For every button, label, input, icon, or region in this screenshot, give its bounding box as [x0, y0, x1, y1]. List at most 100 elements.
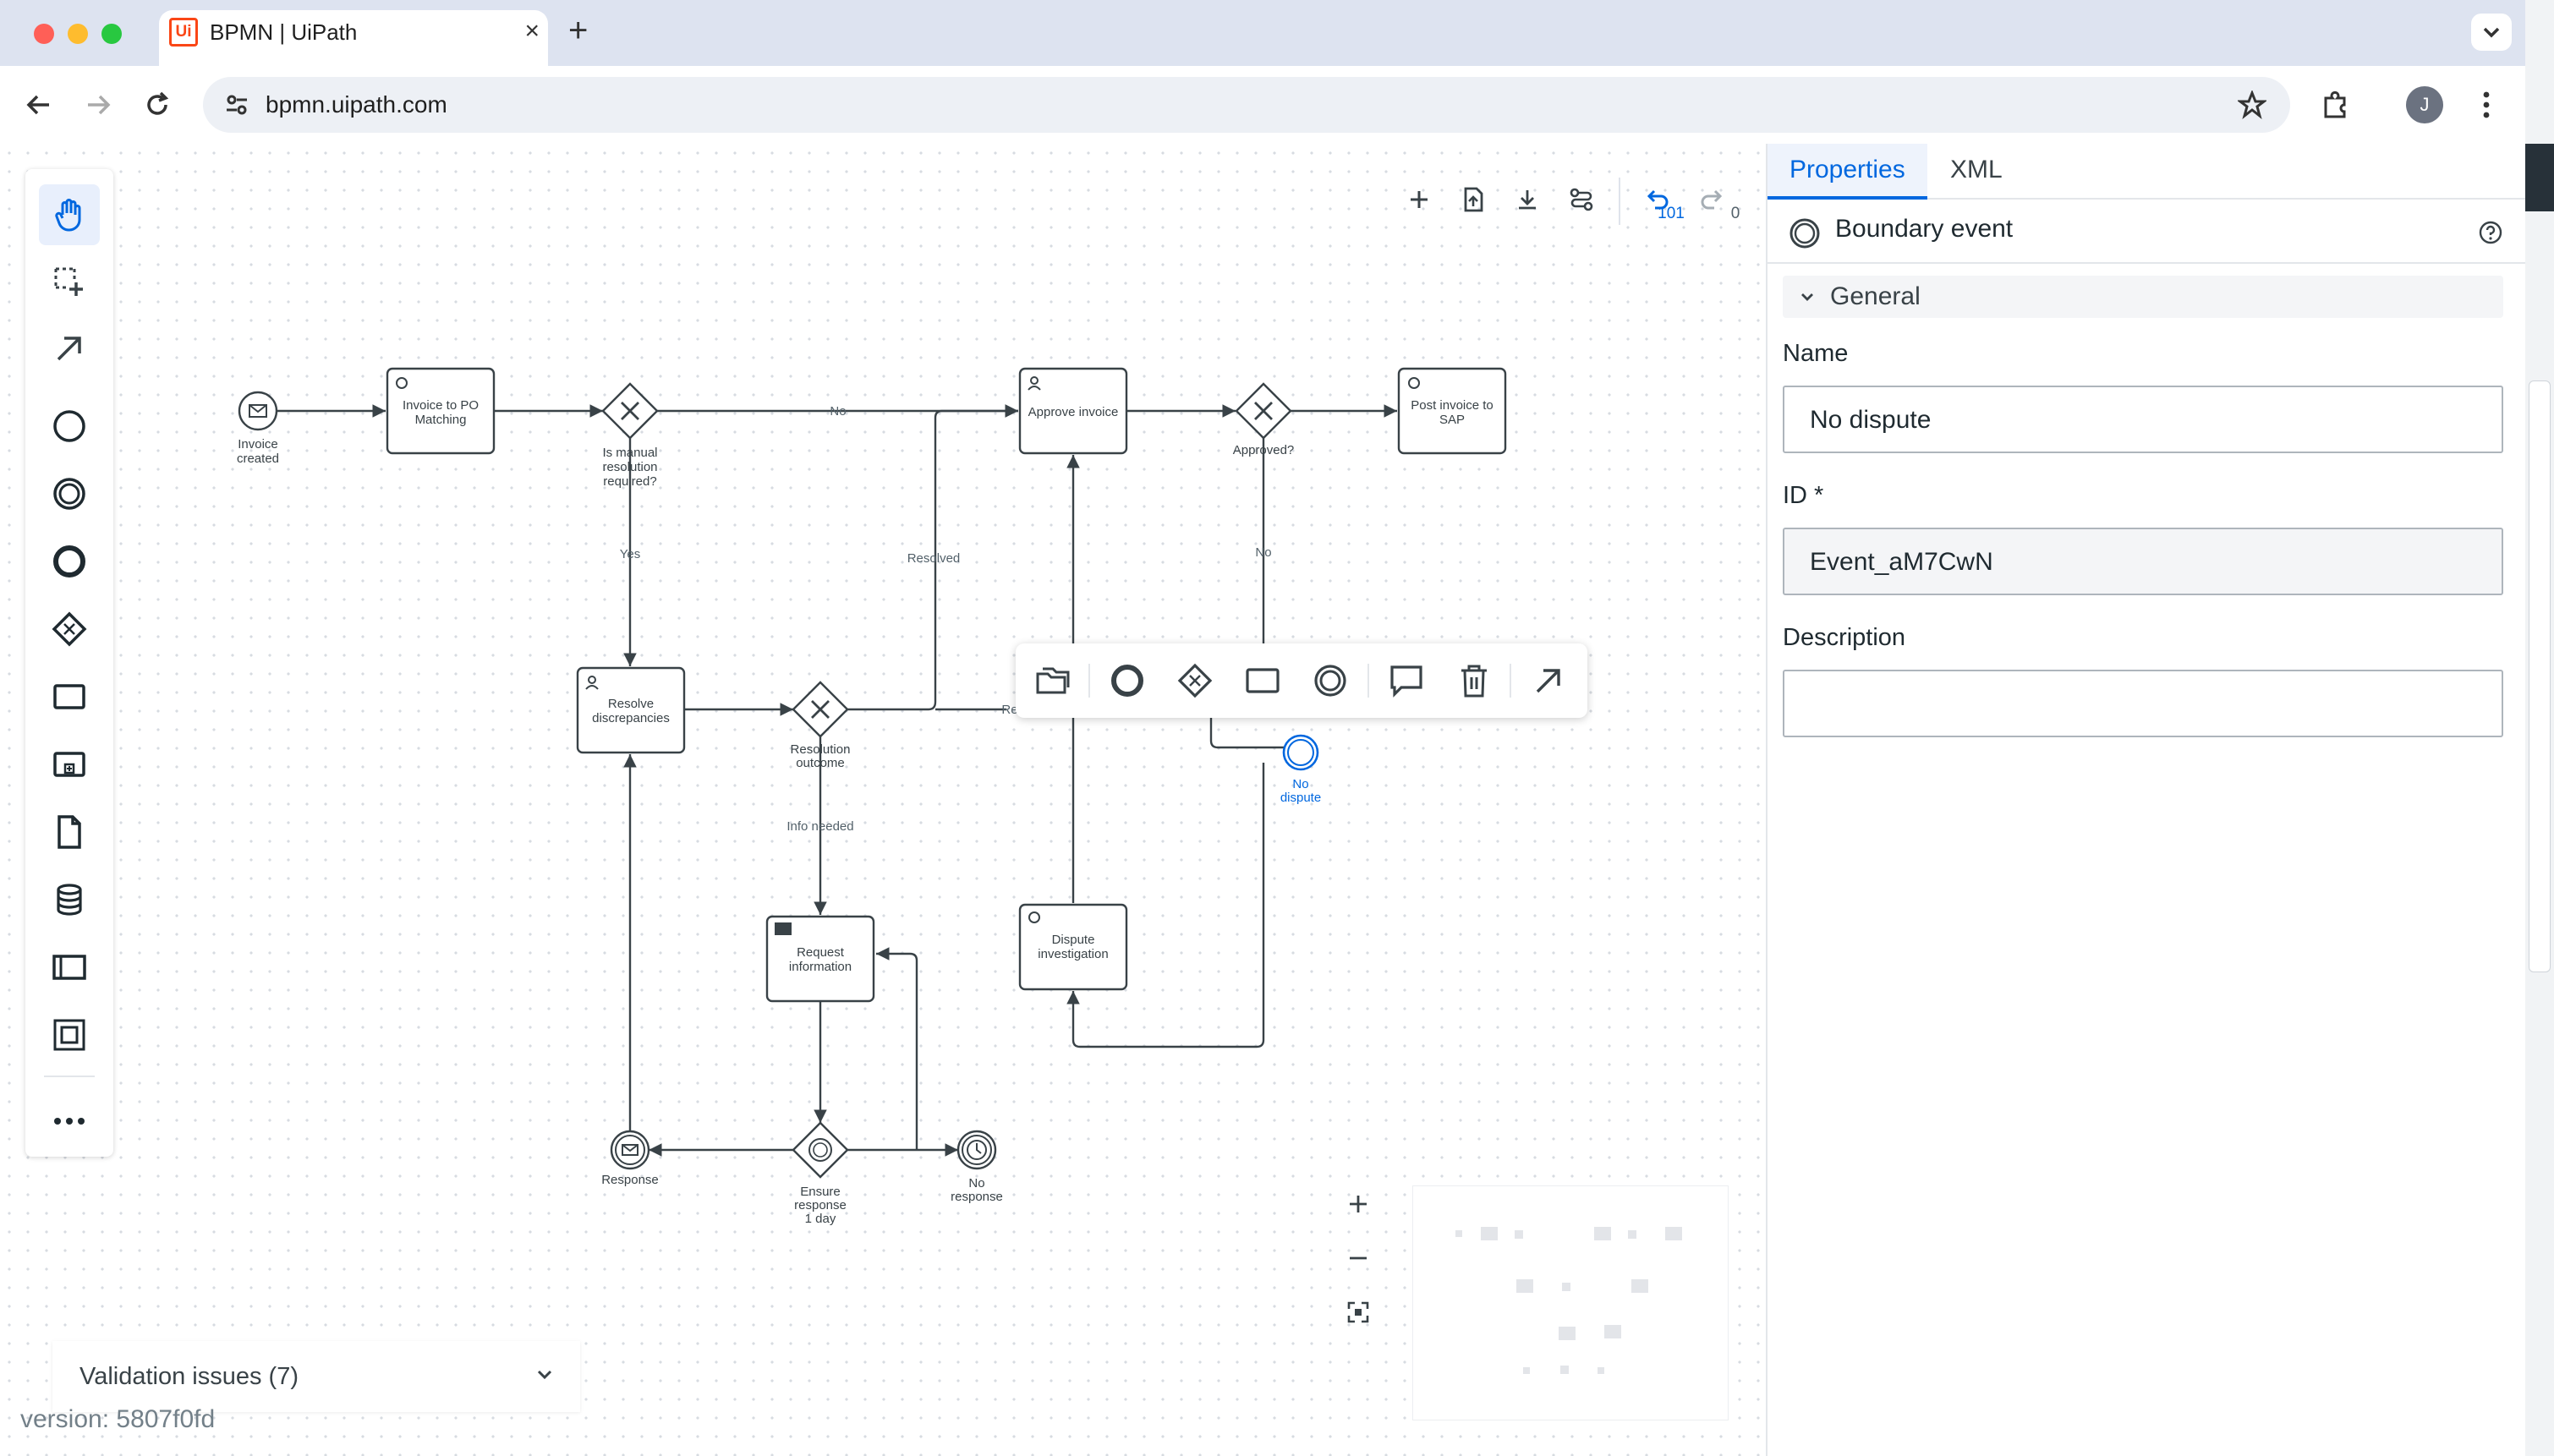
gateway-tool-button[interactable] [39, 599, 100, 660]
append-task-button[interactable] [1239, 657, 1286, 704]
name-label: Name [1783, 340, 1849, 367]
reload-button[interactable] [135, 83, 179, 127]
more-tools-button[interactable] [39, 1091, 100, 1152]
event-label-line: dispute [1280, 791, 1321, 805]
browser-tab[interactable]: Ui BPMN | UiPath × [159, 10, 548, 66]
task-invoice-to-po-matching[interactable]: Invoice to PO Matching [386, 367, 496, 455]
gateway-resolution-outcome[interactable]: Resolution outcome [791, 681, 851, 770]
help-icon[interactable] [2478, 220, 2503, 245]
validation-issues-toggle[interactable]: Validation issues (7) [52, 1341, 580, 1412]
section-general-toggle[interactable]: General [1783, 276, 2503, 318]
rectangle-icon [53, 684, 85, 709]
tab-close-icon[interactable]: × [524, 17, 540, 45]
new-tab-icon[interactable]: + [568, 12, 589, 49]
hand-tool-button[interactable] [39, 184, 100, 245]
append-gateway-button[interactable] [1171, 657, 1219, 704]
description-field[interactable] [1783, 670, 2503, 737]
start-event-invoice-created[interactable]: Invoice created [237, 391, 279, 466]
task-request-information[interactable]: Request information [765, 915, 875, 1003]
minimize-window-button[interactable] [68, 24, 88, 44]
gateway-manual-resolution[interactable]: Is manual resolution required? [601, 382, 659, 489]
append-intermediate-event-button[interactable] [1307, 657, 1354, 704]
tab-xml[interactable]: XML [1950, 156, 2003, 183]
task-tool-button[interactable] [39, 666, 100, 727]
task-approve-invoice[interactable]: Approve invoice [1018, 367, 1128, 455]
name-field[interactable]: No dispute [1783, 386, 2503, 453]
uipath-favicon-icon: Ui [169, 18, 198, 47]
bookmark-star-icon[interactable] [2238, 90, 2266, 119]
group-tool-button[interactable] [39, 1004, 100, 1065]
auto-layout-button[interactable] [1561, 176, 1602, 223]
intermediate-event-tool-button[interactable] [39, 463, 100, 524]
task-dispute-investigation[interactable]: Dispute investigation [1018, 903, 1128, 991]
circle-icon [53, 410, 85, 442]
forward-button[interactable] [76, 83, 120, 127]
data-object-tool-button[interactable] [39, 802, 100, 862]
connect-tool-button[interactable] [39, 318, 100, 379]
extensions-button[interactable] [2314, 83, 2358, 127]
connect-button[interactable] [1525, 657, 1572, 704]
new-diagram-button[interactable] [1399, 176, 1439, 223]
minus-icon [1350, 1256, 1367, 1260]
arrow-right-icon [88, 95, 111, 115]
event-label-line: No [1292, 777, 1308, 791]
zoom-out-button[interactable] [1333, 1233, 1384, 1284]
zoom-in-button[interactable] [1333, 1179, 1384, 1229]
task-post-invoice-to-sap[interactable]: Post invoice to SAP [1397, 367, 1507, 455]
task-label-line: SAP [1439, 413, 1465, 427]
site-info-icon[interactable] [223, 91, 250, 118]
arrow-diagonal-icon [1536, 669, 1560, 693]
maximize-window-button[interactable] [101, 24, 122, 44]
back-button[interactable] [17, 83, 61, 127]
tab-search-button[interactable] [2471, 14, 2512, 51]
open-file-button[interactable] [1453, 176, 1493, 223]
fit-screen-icon [1347, 1301, 1369, 1323]
change-type-button[interactable] [1029, 657, 1077, 704]
browser-menu-button[interactable] [2464, 83, 2508, 127]
panel-scrollbar[interactable] [2529, 380, 2551, 972]
task-label-line: information [789, 960, 852, 974]
description-label: Description [1783, 624, 1906, 651]
minimap[interactable] [1412, 1185, 1729, 1420]
undo-count: 101 [1658, 205, 1685, 222]
start-event-tool-button[interactable] [39, 396, 100, 457]
document-icon [58, 815, 81, 849]
lasso-tool-button[interactable] [39, 252, 100, 313]
event-no-response[interactable]: No response [951, 1130, 1003, 1204]
delete-button[interactable] [1450, 657, 1498, 704]
redo-button[interactable] [1691, 176, 1732, 223]
fit-viewport-button[interactable] [1333, 1287, 1384, 1338]
id-field[interactable]: Event_aM7CwN [1783, 528, 2503, 595]
more-horizontal-icon [54, 1118, 85, 1125]
gateway-ensure-response[interactable]: Ensure response 1 day [792, 1121, 849, 1226]
subprocess-tool-button[interactable] [39, 734, 100, 795]
address-bar[interactable]: bpmn.uipath.com [203, 77, 2290, 133]
tab-title: BPMN | UiPath [210, 19, 358, 45]
exclusive-x-icon [1254, 402, 1273, 420]
chevron-down-icon [1801, 293, 1813, 301]
close-window-button[interactable] [34, 24, 54, 44]
end-event-tool-button[interactable] [39, 531, 100, 592]
data-store-tool-button[interactable] [39, 869, 100, 930]
download-button[interactable] [1507, 176, 1548, 223]
gateway-label-line: Is manual [602, 446, 657, 460]
task-label-line: Dispute [1052, 933, 1095, 947]
profile-avatar[interactable]: J [2406, 86, 2443, 123]
task-label-line: Matching [415, 413, 467, 427]
add-annotation-button[interactable] [1383, 657, 1430, 704]
task-resolve-discrepancies[interactable]: Resolve discrepancies [576, 666, 686, 754]
event-response[interactable]: Response [601, 1130, 659, 1187]
service-gear-icon [396, 377, 408, 389]
pool-tool-button[interactable] [39, 937, 100, 998]
bpmn-canvas[interactable]: No Yes Resolved No Info needed Re Invoic… [0, 144, 1766, 1456]
url-text[interactable]: bpmn.uipath.com [266, 91, 447, 118]
redo-icon [1701, 189, 1723, 210]
message-icon [249, 404, 267, 418]
gateway-approved[interactable]: Approved? [1233, 382, 1295, 457]
append-end-event-button[interactable] [1104, 657, 1151, 704]
boundary-event-icon [1789, 218, 1820, 249]
boundary-event-no-dispute[interactable]: No dispute [1280, 734, 1321, 805]
undo-button[interactable] [1637, 176, 1678, 223]
tab-properties[interactable]: Properties [1768, 144, 1927, 200]
name-value: No dispute [1810, 406, 1932, 434]
